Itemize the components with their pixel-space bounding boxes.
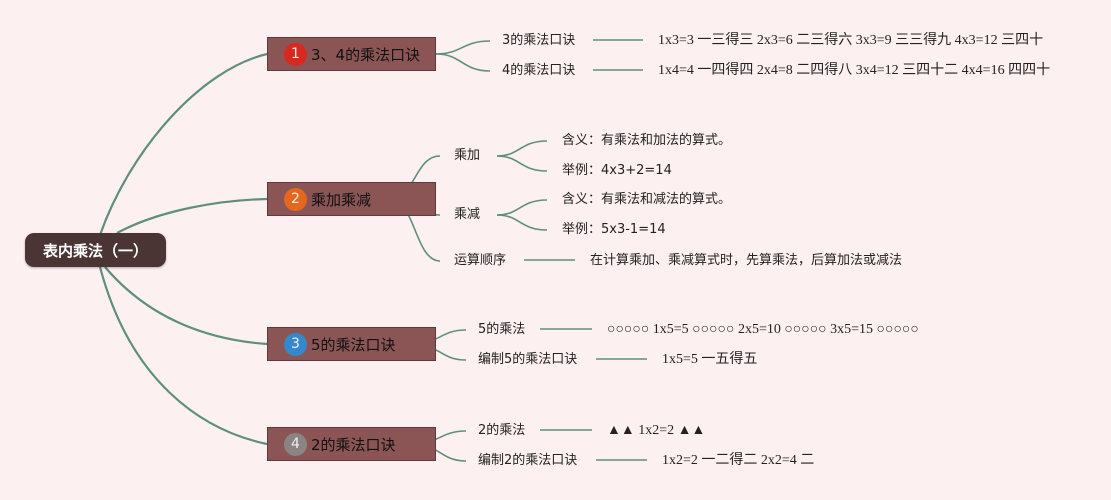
badge-number-4: 4 <box>284 432 307 456</box>
edge-multiply-subtract-example <box>496 214 548 231</box>
branch-label: 3、4的乘法口诀 <box>311 45 421 64</box>
branch-label: 2的乘法口诀 <box>311 435 396 454</box>
detail-5-multiplication: ○○○○○ 1x5=5 ○○○○○ 2x5=10 ○○○○○ 3x5=15 ○○… <box>607 322 919 337</box>
detail-3-table: 1x3=3 一三得三 2x3=6 二三得六 3x3=9 三三得九 4x3=12 … <box>658 33 1044 48</box>
topic-multiply-subtract[interactable]: 乘减 <box>454 207 481 222</box>
edge-root-branch-4 <box>98 266 268 446</box>
topic-operation-order[interactable]: 运算顺序 <box>454 253 507 268</box>
root-topic[interactable]: 表内乘法（一） <box>25 233 166 267</box>
topic-3-table[interactable]: 3的乘法口诀 <box>502 33 576 48</box>
branch-multiplication-2[interactable]: 4 2的乘法口诀 <box>267 427 436 461</box>
badge-number-2: 2 <box>284 187 307 211</box>
edge-multiply-add-example <box>496 155 548 172</box>
edge-root-branch-3 <box>104 266 268 346</box>
edge-branch-1-topic-1 <box>435 40 491 55</box>
detail-compile-2-table: 1x2=2 一二得二 2x2=4 二 <box>662 453 815 468</box>
branch-mixed-operations[interactable]: 2 乘加乘减 <box>267 182 436 216</box>
edge-multiply-add-meaning <box>496 140 548 157</box>
detail-2-multiplication: ▲▲ 1x2=2 ▲▲ <box>607 423 706 438</box>
branch-label: 乘加乘减 <box>311 190 372 209</box>
edge-multiply-subtract-meaning <box>496 199 548 216</box>
topic-compile-5-table[interactable]: 编制5的乘法口诀 <box>478 352 578 367</box>
badge-number-3: 3 <box>284 332 307 356</box>
sub-multiply-add-example: 举例：4x3+2=14 <box>562 163 672 178</box>
sub-multiply-subtract-meaning: 含义：有乘法和减法的算式。 <box>562 192 732 207</box>
sub-multiply-subtract-example: 举例：5x3-1=14 <box>562 222 666 237</box>
edge-root-branch-1 <box>98 52 268 236</box>
sub-multiply-add-meaning: 含义：有乘法和加法的算式。 <box>562 133 732 148</box>
badge-number-1: 1 <box>284 42 307 66</box>
edge-branch-1-topic-2 <box>435 53 491 72</box>
topic-4-table[interactable]: 4的乘法口诀 <box>502 63 576 78</box>
topic-compile-2-table[interactable]: 编制2的乘法口诀 <box>478 453 578 468</box>
detail-4-table: 1x4=4 一四得四 2x4=8 二四得八 3x4=12 三四十二 4x4=16… <box>658 63 1051 78</box>
branch-multiplication-5[interactable]: 3 5的乘法口诀 <box>267 327 436 361</box>
topic-multiply-add[interactable]: 乘加 <box>454 148 481 163</box>
edge-root-branch-2 <box>116 197 268 234</box>
topic-2-multiplication[interactable]: 2的乘法 <box>478 423 526 438</box>
branch-label: 5的乘法口诀 <box>311 335 396 354</box>
branch-multiplication-3-4[interactable]: 1 3、4的乘法口诀 <box>267 37 436 71</box>
topic-5-multiplication[interactable]: 5的乘法 <box>478 322 526 337</box>
detail-compile-5-table: 1x5=5 一五得五 <box>662 352 758 367</box>
detail-operation-order: 在计算乘加、乘减算式时，先算乘法，后算加法或减法 <box>590 253 903 268</box>
